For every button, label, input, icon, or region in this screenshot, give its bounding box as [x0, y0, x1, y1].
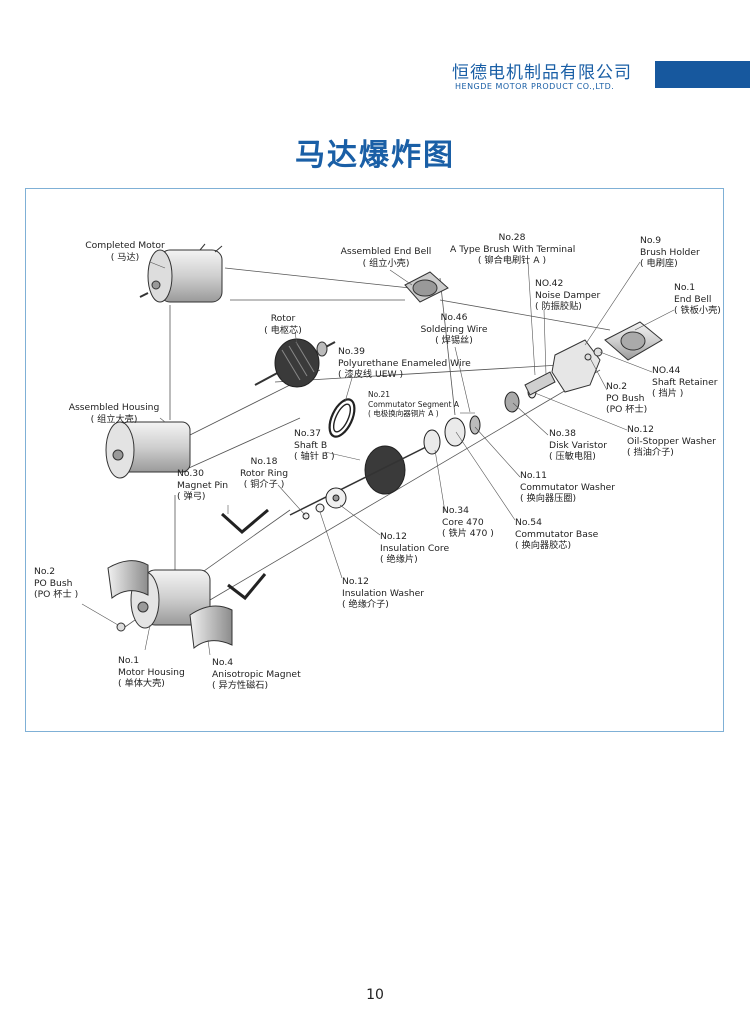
label-brush-holder: No.9 Brush Holder ( 电刷座) [640, 235, 700, 269]
label-po-bush-top: No.2 PO Bush (PO 杯士) [606, 381, 648, 415]
label-magnet-pin: No.30 Magnet Pin ( 弹弓) [177, 468, 229, 502]
rotor-drawing [254, 338, 336, 388]
anisotropic-magnet-drawing [107, 560, 233, 649]
diagram-frame [25, 188, 724, 732]
label-anisotropic-magnet: No.4 Anisotropic Magnet ( 异方性磁石) [212, 657, 301, 691]
label-shaft-b: No.37 Shaft B ( 轴针 B ) [294, 428, 335, 462]
label-core-470: No.34 Core 470 ( 铁片 470 ) [442, 505, 494, 539]
end-bell-drawing [584, 321, 663, 361]
label-soldering-wire: No.46 Soldering Wire ( 焊锡丝) [420, 312, 488, 346]
enameled-wire-drawing [328, 398, 356, 438]
label-brush-terminal: No.28 A Type Brush With Terminal ( 铆合电刷针… [450, 232, 576, 266]
core-drawing [289, 439, 441, 516]
label-rotor: Rotor ( 电枢芯) [264, 313, 302, 336]
leader-lines [81, 261, 675, 656]
insulation-core-drawing [302, 487, 347, 520]
label-disk-varistor: No.38 Disk Varistor ( 压敏电阻) [549, 428, 607, 462]
label-insulation-washer: No.12 Insulation Washer ( 绝缘介子) [342, 576, 425, 610]
header-accent-bar [655, 61, 750, 88]
assembled-housing-drawing [105, 421, 191, 479]
label-oil-stopper-washer: No.12 Oil-Stopper Washer ( 挡油介子) [627, 424, 716, 458]
label-motor-housing: No.1 Motor Housing ( 单体大壳) [118, 655, 185, 689]
label-shaft-retainer: NO.44 Shaft Retainer ( 挡片 ) [652, 365, 718, 399]
page-title: 马达爆炸图 [295, 138, 455, 173]
label-insulation-core: No.12 Insulation Core ( 绝缘片) [380, 531, 450, 565]
label-assembled-end-bell: Assembled End Bell ( 组立小壳) [340, 246, 432, 269]
label-rotor-ring: No.18 Rotor Ring ( 铜介子 ) [239, 456, 289, 490]
label-end-bell: No.1 End Bell ( 铁板小壳) [674, 282, 721, 316]
label-commutator-base: No.54 Commutator Base ( 换向器胶芯) [515, 517, 599, 551]
brush-holder-drawing [524, 339, 601, 396]
label-commutator-segment: No.21 Commutator Segment A ( 电极换向器铜片 A ) [368, 390, 459, 418]
label-completed-motor: Completed Motor ( 马达) [85, 240, 165, 263]
assembled-end-bell-drawing [404, 271, 449, 303]
magnet-pin-drawing [220, 508, 269, 601]
label-po-bush-left: No.2 PO Bush (PO 杯士 ) [34, 566, 79, 600]
company-name-cn: 恒德电机制品有限公司 [452, 63, 632, 83]
label-assembled-housing: Assembled Housing ( 组立大壳) [68, 402, 160, 425]
label-noise-damper: NO.42 Noise Damper ( 防振胶贴) [535, 278, 601, 312]
page-number: 10 [366, 987, 384, 1003]
completed-motor-drawing [139, 243, 223, 303]
label-commutator-washer: No.11 Commutator Washer ( 换向器压圈) [520, 470, 616, 504]
label-enameled-wire: No.39 Polyurethane Enameled Wire ( 漆皮线 U… [338, 346, 471, 380]
company-name-en: HENGDE MOTOR PRODUCT CO.,LTD. [455, 82, 615, 91]
